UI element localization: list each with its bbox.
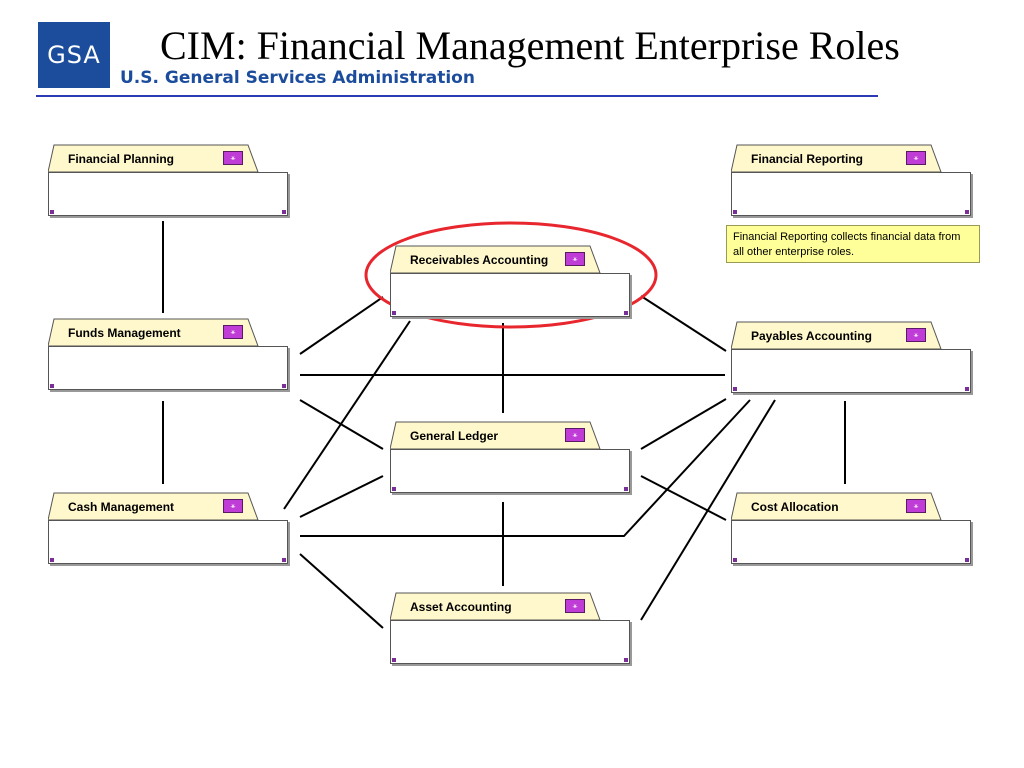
agency-name: U.S. General Services Administration	[120, 68, 475, 88]
role-label: Financial Reporting	[751, 152, 864, 166]
header-divider	[36, 95, 878, 97]
role-funds-management[interactable]: Funds Management ⚹	[48, 318, 292, 394]
package-icon: ⚹	[223, 325, 243, 339]
package-icon: ⚹	[223, 151, 243, 165]
connector-receivables-payables	[640, 295, 727, 352]
connector-ledger-payables	[640, 398, 727, 450]
role-label: Cash Management	[68, 500, 175, 514]
role-label: General Ledger	[410, 429, 499, 443]
role-cost-allocation[interactable]: Cost Allocation ⚹	[731, 492, 975, 568]
gsa-logo-icon: GSA	[38, 22, 110, 88]
financial-reporting-note: Financial Reporting collects financial d…	[726, 225, 980, 263]
role-label: Financial Planning	[68, 152, 175, 166]
package-icon: ⚹	[906, 328, 926, 342]
package-icon: ⚹	[565, 599, 585, 613]
role-label: Receivables Accounting	[410, 253, 549, 267]
connector-ledger-cost	[640, 475, 727, 521]
connector-cash-payables	[300, 399, 751, 537]
package-icon: ⚹	[565, 428, 585, 442]
role-financial-planning[interactable]: Financial Planning ⚹	[48, 144, 292, 220]
role-label: Asset Accounting	[410, 600, 512, 614]
role-body	[390, 620, 630, 664]
role-body	[731, 520, 971, 564]
package-icon: ⚹	[906, 151, 926, 165]
role-label: Payables Accounting	[751, 329, 872, 343]
slide-title: CIM: Financial Management Enterprise Rol…	[160, 23, 900, 68]
connector-cash-asset	[299, 553, 384, 629]
role-payables-accounting[interactable]: Payables Accounting ⚹	[731, 321, 975, 397]
role-body	[731, 349, 971, 393]
package-icon: ⚹	[565, 252, 585, 266]
gsa-logo-text: GSA	[47, 41, 101, 69]
role-financial-reporting[interactable]: Financial Reporting ⚹	[731, 144, 975, 220]
role-body	[731, 172, 971, 216]
highlight-ellipse	[364, 221, 658, 329]
connector-cash-receivables	[283, 320, 411, 510]
connector-cash-ledger	[299, 475, 384, 518]
role-body	[48, 172, 288, 216]
role-asset-accounting[interactable]: Asset Accounting ⚹	[390, 592, 634, 668]
role-cash-management[interactable]: Cash Management ⚹	[48, 492, 292, 568]
connector-funds-receivables	[299, 296, 384, 355]
role-body	[390, 273, 630, 317]
package-icon: ⚹	[906, 499, 926, 513]
role-body	[390, 449, 630, 493]
role-label: Funds Management	[68, 326, 181, 340]
role-receivables-accounting[interactable]: Receivables Accounting ⚹	[390, 245, 634, 321]
role-general-ledger[interactable]: General Ledger ⚹	[390, 421, 634, 497]
role-label: Cost Allocation	[751, 500, 839, 514]
package-icon: ⚹	[223, 499, 243, 513]
connector-asset-payables	[640, 399, 776, 621]
role-body	[48, 520, 288, 564]
role-body	[48, 346, 288, 390]
